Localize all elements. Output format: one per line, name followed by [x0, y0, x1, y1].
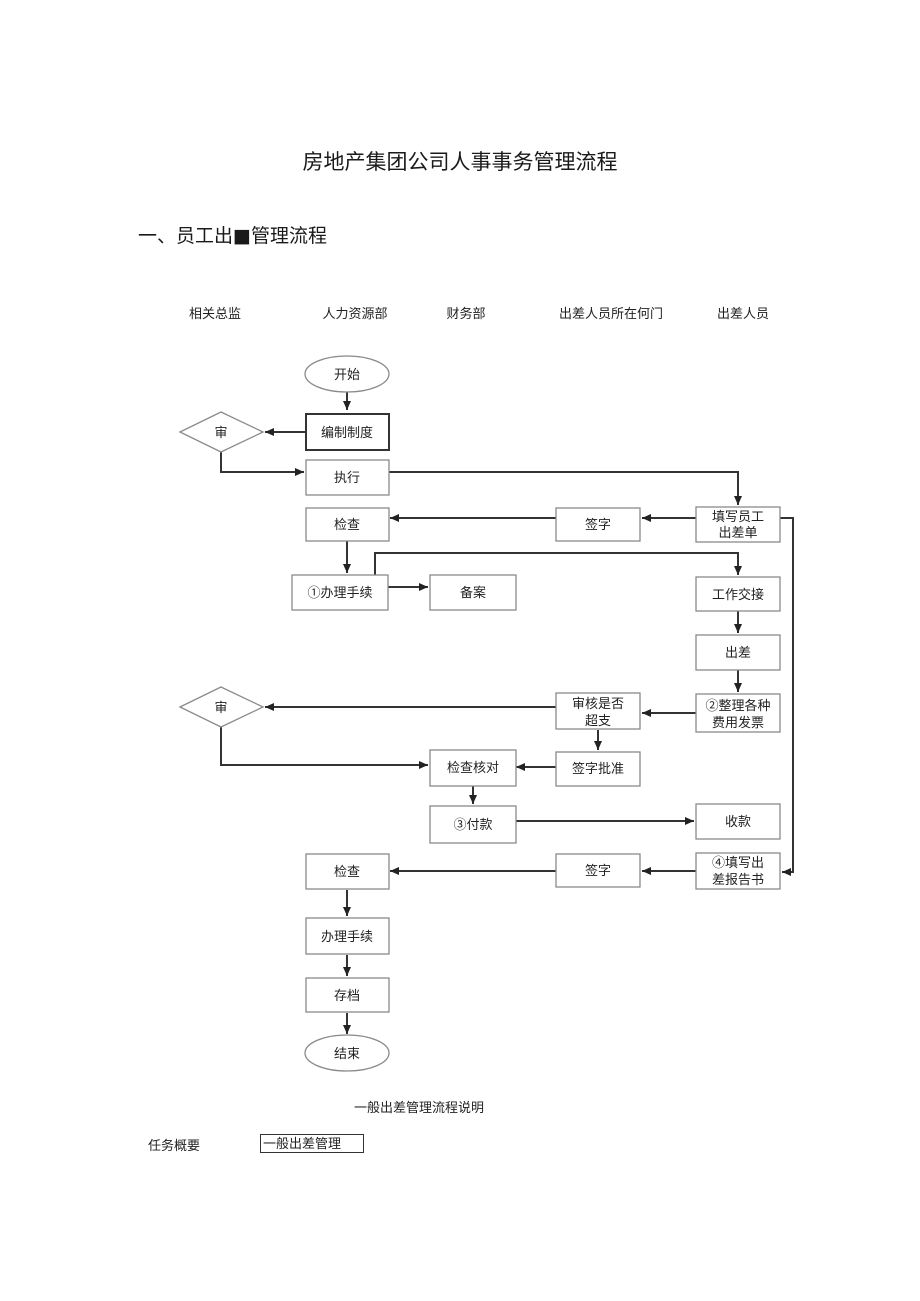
svg-text:出差: 出差	[725, 646, 751, 661]
svg-text:超支: 超支	[585, 714, 611, 729]
edge-review2-verify	[220, 727, 428, 769]
node-execute: 执行	[305, 459, 390, 496]
node-sign1: 签字	[555, 507, 641, 542]
svg-text:审核是否: 审核是否	[572, 697, 624, 712]
svg-text:④填写出: ④填写出	[712, 856, 764, 871]
task-summary-value: 一般出差管理	[260, 1134, 364, 1153]
node-archive: 存档	[305, 977, 390, 1013]
svg-text:工作交接: 工作交接	[712, 587, 764, 603]
svg-text:③付款: ③付款	[453, 818, 492, 833]
node-check2: 检查	[305, 853, 390, 890]
node-handover: 工作交接	[695, 576, 781, 612]
edge-execute-fillform	[388, 471, 742, 505]
node-approve: 签字批准	[555, 751, 641, 787]
node-start: 开始	[304, 355, 390, 393]
lane-header-traveler: 出差人员	[717, 307, 769, 322]
svg-text:审: 审	[214, 426, 227, 441]
svg-text:编制制度: 编制制度	[321, 425, 373, 441]
svg-text:检查核对: 检查核对	[447, 761, 499, 776]
svg-text:结束: 结束	[334, 1047, 360, 1062]
node-audit: 审核是否 超支	[555, 692, 641, 730]
lane-header-finance: 财务部	[446, 306, 485, 322]
svg-text:备案: 备案	[460, 585, 486, 601]
svg-text:检查: 检查	[334, 518, 360, 533]
node-end: 结束	[304, 1034, 390, 1072]
svg-text:审: 审	[214, 701, 227, 716]
svg-text:费用发票: 费用发票	[712, 715, 764, 731]
node-receive: 收款	[695, 803, 781, 840]
node-file1: 备案	[429, 574, 517, 611]
node-payment: ③付款	[429, 805, 517, 844]
node-fill-form: 填写员工 出差单	[695, 506, 781, 543]
node-sign2: 签字	[555, 853, 641, 888]
edge-procedure1-handover	[374, 552, 742, 578]
flowchart-caption: 一般出差管理流程说明	[353, 1101, 484, 1116]
node-review1: 审	[178, 411, 265, 453]
flow-edges	[220, 392, 794, 1034]
node-verify: 检查核对	[429, 749, 517, 787]
node-procedure1: ①办理手续	[291, 574, 389, 611]
node-check1: 检查	[305, 507, 390, 542]
node-procedure2: 办理手续	[305, 917, 390, 955]
task-summary-label: 任务概要	[148, 1139, 201, 1154]
svg-text:开始: 开始	[334, 368, 360, 383]
node-invoices: ②整理各种 费用发票	[695, 693, 781, 733]
edge-fillform-report	[780, 517, 794, 876]
svg-text:存档: 存档	[334, 989, 360, 1004]
lane-header-hr: 人力资源部	[322, 307, 387, 322]
lane-header-department: 出差人员所在何门	[559, 306, 663, 322]
svg-text:填写员工: 填写员工	[712, 510, 764, 525]
document-title: 房地产集团公司人事事务管理流程	[302, 150, 618, 174]
section-heading: 一、员工出■管理流程	[138, 225, 327, 247]
svg-text:办理手续: 办理手续	[321, 930, 373, 945]
svg-text:签字批准: 签字批准	[572, 761, 624, 777]
svg-text:执行: 执行	[334, 471, 360, 486]
svg-text:签字: 签字	[585, 517, 611, 533]
node-travel: 出差	[695, 634, 781, 671]
node-compile: 编制制度	[305, 413, 390, 451]
svg-text:收款: 收款	[725, 815, 751, 830]
svg-text:差报告书: 差报告书	[712, 873, 764, 888]
node-review2: 审	[178, 686, 265, 728]
svg-text:②整理各种: ②整理各种	[705, 698, 770, 714]
edge-review1-execute	[220, 452, 304, 476]
lane-header-directors: 相关总监	[189, 307, 241, 322]
svg-text:出差单: 出差单	[718, 526, 757, 541]
svg-text:签字: 签字	[585, 863, 611, 879]
svg-text:①办理手续: ①办理手续	[307, 586, 372, 601]
node-report: ④填写出 差报告书	[695, 852, 781, 890]
svg-text:检查: 检查	[334, 865, 360, 880]
